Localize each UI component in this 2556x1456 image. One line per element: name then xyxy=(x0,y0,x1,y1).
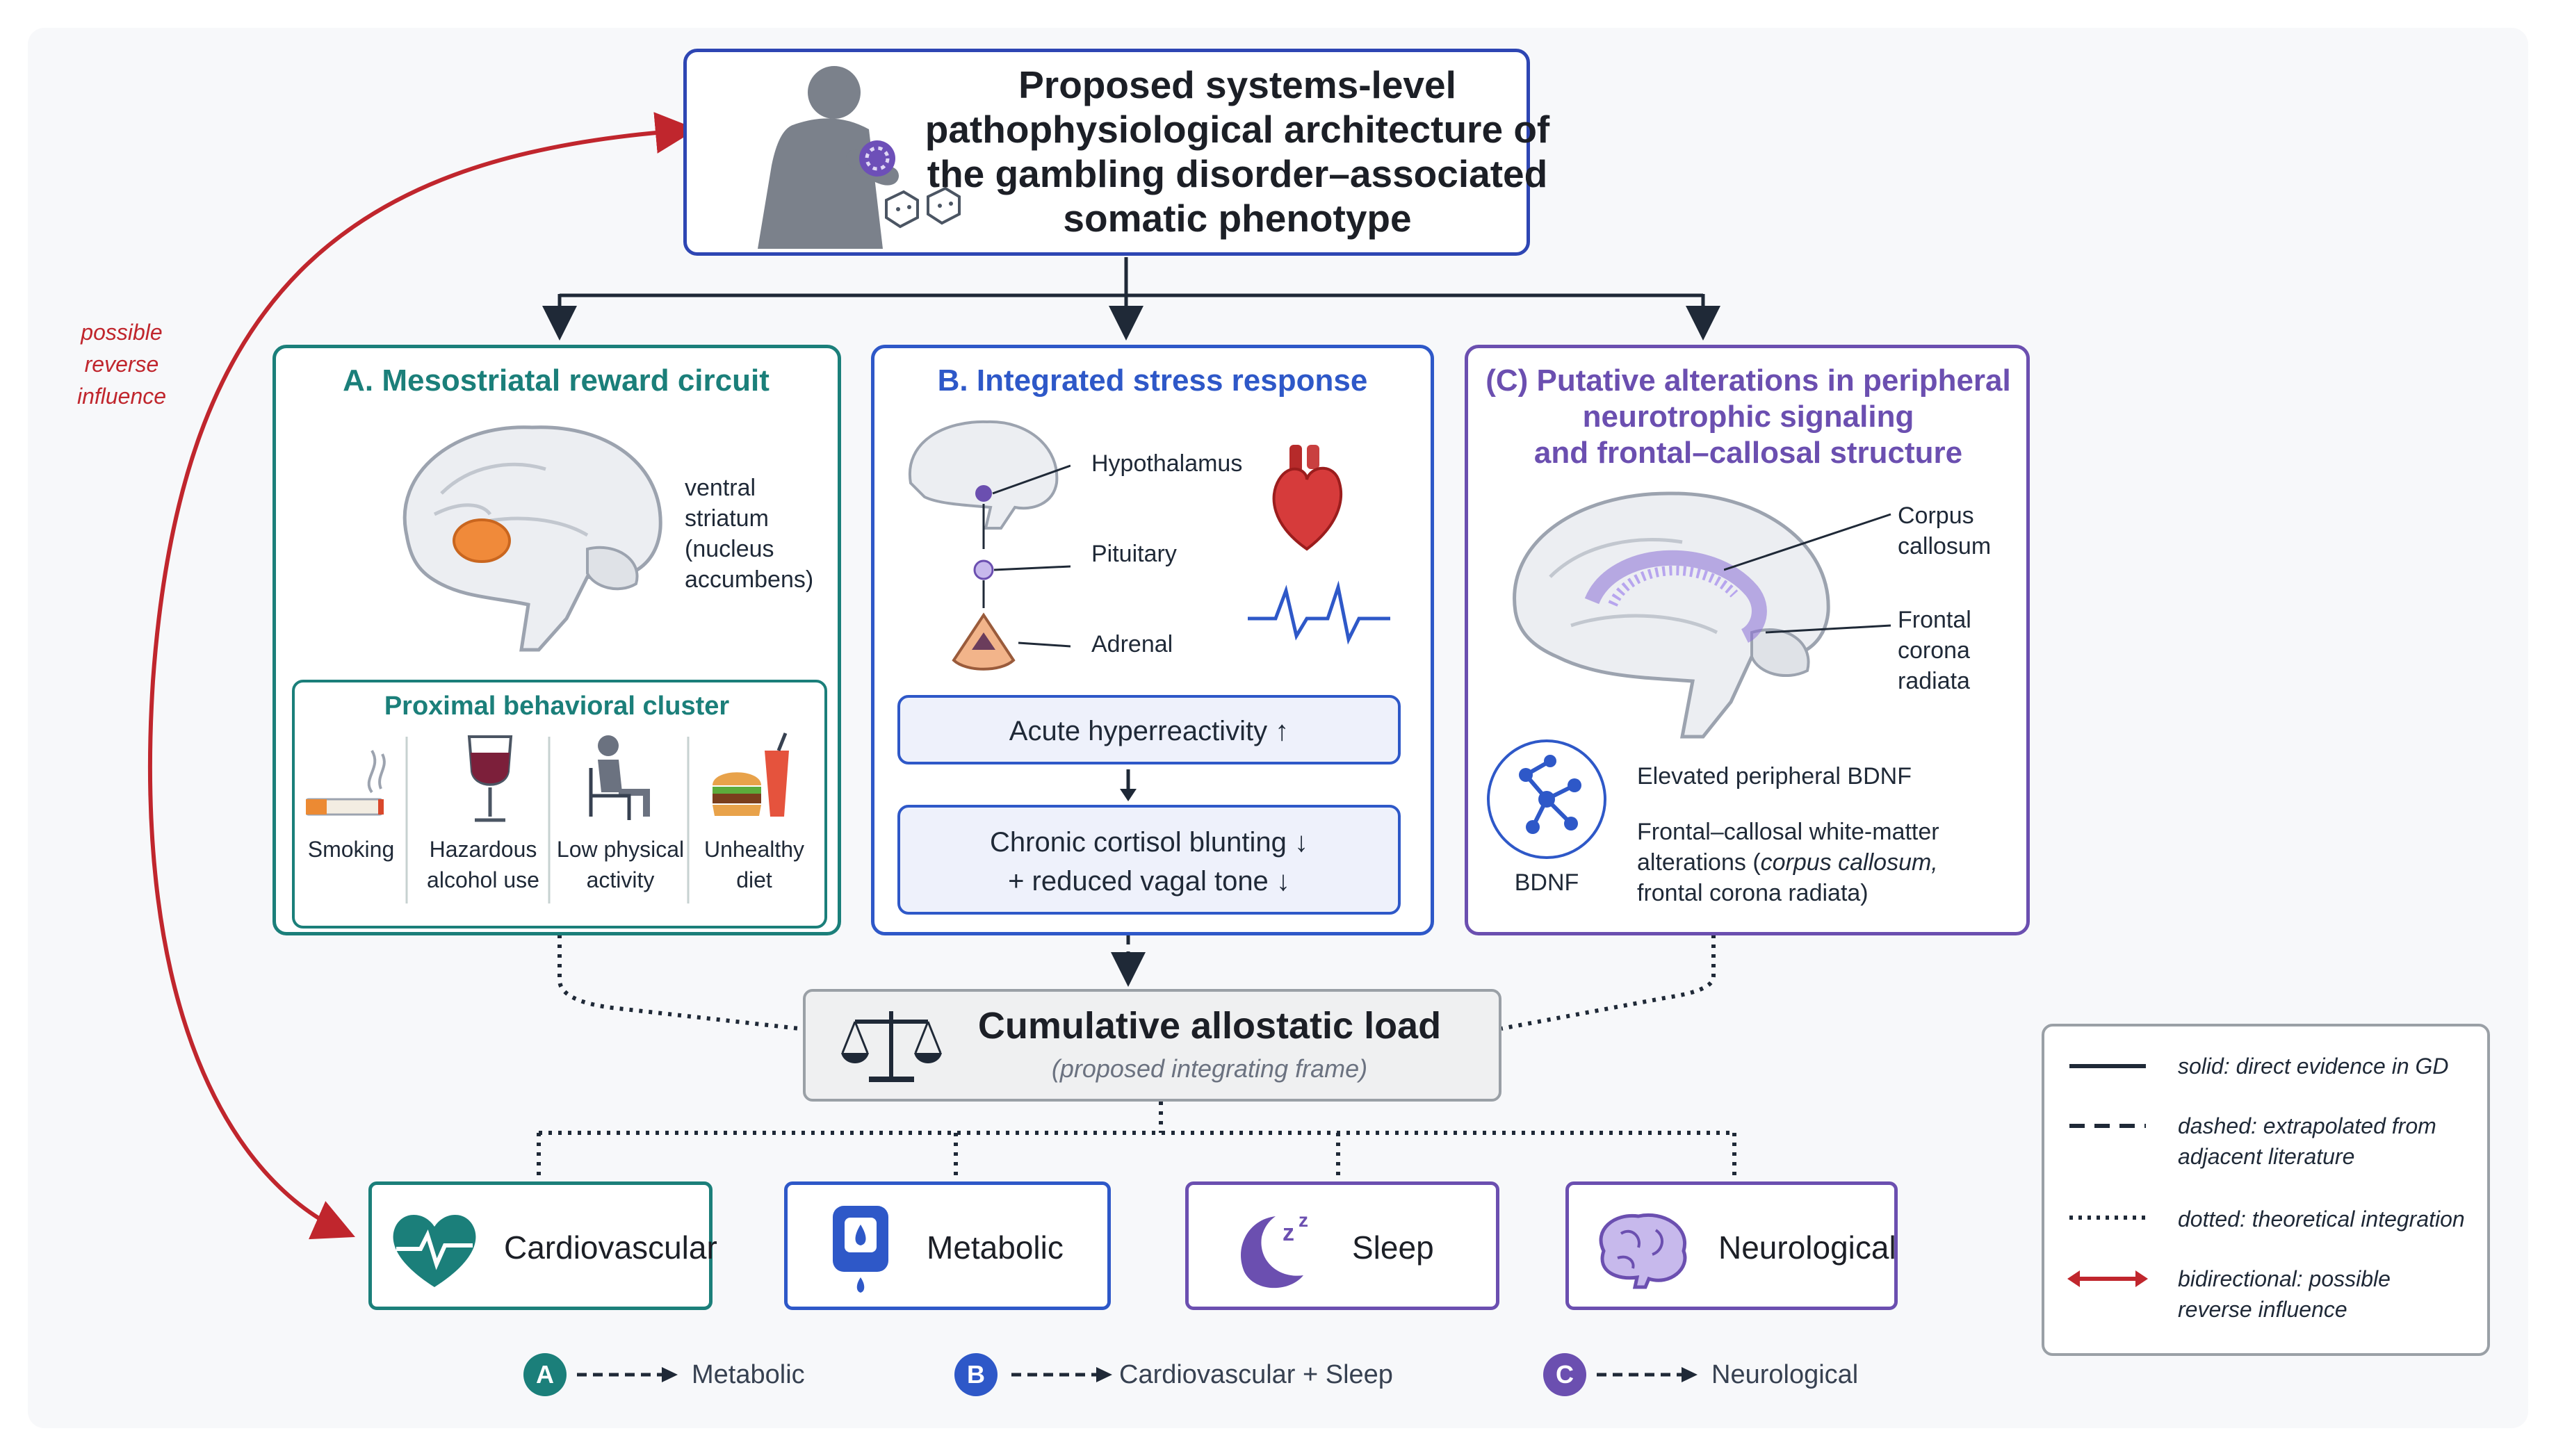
allostatic-to-outcomes-dotted xyxy=(537,1102,1736,1181)
acute-hyperreactivity-box: Acute hyperreactivity ↑ xyxy=(897,695,1401,764)
bdnf-molecule-icon xyxy=(1487,739,1606,859)
brain-sagittal-icon xyxy=(402,425,662,652)
reverse-label-line: possible xyxy=(81,320,163,345)
adrenal-label: Adrenal xyxy=(1091,631,1173,657)
bdnf-label: BDNF xyxy=(1514,869,1579,896)
panel-c-title: (C) Putative alterations in peripheral n… xyxy=(1485,363,2011,470)
title-to-panels-connector xyxy=(542,257,1720,341)
key-target-b: Cardiovascular + Sleep xyxy=(1119,1360,1393,1389)
legend-dashed: dashed: extrapolated from adjacent liter… xyxy=(2178,1113,2436,1169)
outcome-metabolic: Metabolic xyxy=(784,1181,1111,1310)
panel-a-title: A. Mesostriatal reward circuit xyxy=(343,363,770,398)
neuro-to-allostatic-dotted xyxy=(1501,935,1716,1031)
panel-b-title: B. Integrated stress response xyxy=(937,363,1368,398)
heart-organ-icon xyxy=(1272,445,1343,551)
svg-text:z: z xyxy=(1299,1209,1308,1231)
cigarette-icon xyxy=(306,749,386,816)
ventral-striatum-label: ventral striatum (nucleus accumbens) xyxy=(685,475,814,593)
ecg-trace-icon xyxy=(1248,580,1390,645)
reverse-label-line: influence xyxy=(76,384,167,409)
behavior-dividers xyxy=(405,737,690,903)
svg-text:z: z xyxy=(1283,1220,1294,1246)
outcome-cardiovascular: Cardiovascular xyxy=(368,1181,717,1310)
wine-glass-icon xyxy=(467,735,513,822)
reverse-influence-arrow xyxy=(147,112,697,1240)
seated-person-icon xyxy=(589,735,650,820)
person-with-chip-and-dice-icon xyxy=(758,66,961,249)
allostatic-title: Cumulative allostatic load xyxy=(977,1005,1442,1047)
chronic-cortisol-box: Chronic cortisol blunting ↓ + reduced va… xyxy=(897,805,1401,915)
frontal-corona-label: Frontal corona radiata xyxy=(1898,607,1971,694)
outcome-label: Cardiovascular xyxy=(504,1229,717,1266)
key-badge-b: B xyxy=(954,1353,998,1396)
outcome-label: Metabolic xyxy=(927,1229,1064,1266)
legend-box xyxy=(2042,1024,2490,1356)
key-dashed-arrow xyxy=(1011,1367,1112,1382)
legend-solid: solid: direct evidence in GD xyxy=(2178,1054,2449,1079)
burger-drink-icon xyxy=(713,733,789,817)
legend-bidirectional: bidirectional: possible reverse influenc… xyxy=(2178,1266,2391,1322)
brain-icon xyxy=(1599,1213,1687,1289)
callosum-leader-lines xyxy=(1724,513,1891,634)
bdnf-text: Elevated peripheral BDNF xyxy=(1637,763,1912,790)
behavioral-cluster-title: Proximal behavioral cluster xyxy=(384,692,730,721)
corpus-callosum-label: Corpus callosum xyxy=(1898,502,1992,559)
behavior-label-diet: Unhealthy diet xyxy=(703,837,805,892)
page-title: Proposed systems-level pathophysiologica… xyxy=(925,63,1550,240)
flow-arrow xyxy=(1120,769,1137,801)
key-dashed-arrow xyxy=(1597,1367,1698,1382)
key-badge-a: A xyxy=(523,1353,567,1396)
hpa-axis-icon xyxy=(908,420,1071,671)
heart-pulse-icon xyxy=(393,1214,476,1287)
key-badge-c: C xyxy=(1543,1353,1586,1396)
legend-line-samples xyxy=(2067,1064,2148,1287)
glucose-meter-icon xyxy=(833,1206,888,1293)
key-target-c: Neurological xyxy=(1711,1360,1859,1389)
outcome-label: Sleep xyxy=(1352,1229,1434,1266)
outcome-neurological: Neurological xyxy=(1565,1181,1898,1310)
pituitary-label: Pituitary xyxy=(1091,541,1177,567)
key-target-a: Metabolic xyxy=(692,1360,805,1389)
behavior-label-activity: Low physical activity xyxy=(556,837,685,892)
reward-to-allostatic-dotted xyxy=(557,935,800,1031)
outcome-label: Neurological xyxy=(1718,1229,1896,1266)
reverse-influence-label: possible reverse influence xyxy=(70,316,174,412)
hypothalamus-label: Hypothalamus xyxy=(1091,450,1243,477)
key-dashed-arrow xyxy=(577,1367,678,1382)
outcome-sleep: z z Sleep xyxy=(1185,1181,1499,1310)
white-matter-text: Frontal–callosal white-matter alteration… xyxy=(1637,819,1939,906)
legend-dotted: dotted: theoretical integration xyxy=(2178,1206,2465,1232)
allostatic-subtitle: (proposed integrating frame) xyxy=(1051,1054,1368,1083)
moon-sleep-icon: z z xyxy=(1241,1209,1308,1289)
behavior-label-smoking: Smoking xyxy=(307,837,395,862)
reverse-label-line: reverse xyxy=(84,352,159,377)
balance-scale-icon xyxy=(841,1011,942,1082)
behavior-label-alcohol: Hazardous alcohol use xyxy=(427,837,539,892)
